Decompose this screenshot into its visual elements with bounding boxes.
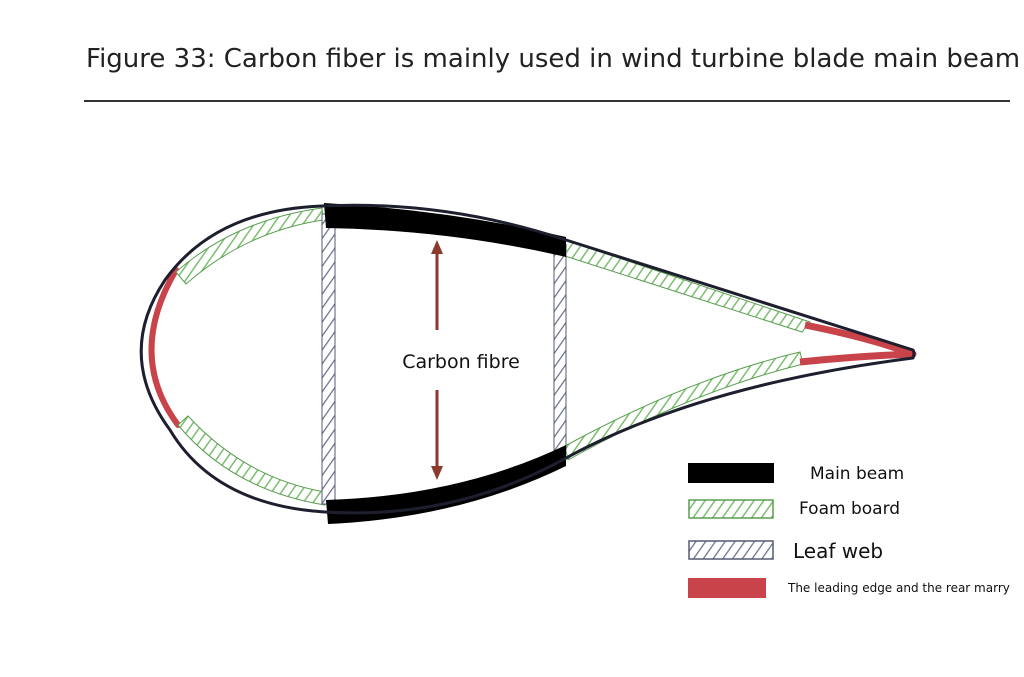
carbon-fibre-label: Carbon fibre <box>402 351 520 373</box>
legend: Main beam Foam board Leaf web The leadin… <box>688 463 1010 598</box>
leaf-web-front <box>321 213 336 505</box>
legend-swatch-foam-board <box>688 499 774 519</box>
arrow-down-head <box>431 466 443 480</box>
legend-label-leaf-web: Leaf web <box>793 539 883 563</box>
legend-label-foam-board: Foam board <box>799 499 900 519</box>
foam-board-rear-upper <box>564 239 811 333</box>
main-beam-bottom-cap <box>326 445 566 524</box>
foam-board-front-lower <box>177 415 326 506</box>
legend-swatch-main-beam <box>688 463 774 483</box>
legend-label-main-beam: Main beam <box>810 464 904 484</box>
leaf-web-rear <box>553 243 567 451</box>
arrow-up-head <box>431 240 443 254</box>
legend-label-edges: The leading edge and the rear marry <box>787 581 1010 595</box>
figure-title: Figure 33: Carbon fiber is mainly used i… <box>86 44 1021 74</box>
blade-outline <box>139 203 916 515</box>
legend-swatch-leaf-web <box>688 540 774 560</box>
legend-swatch-edges <box>688 578 766 598</box>
main-beam-top-cap <box>324 203 566 257</box>
title-divider <box>84 100 1010 102</box>
leading-edge-segment <box>148 267 181 428</box>
